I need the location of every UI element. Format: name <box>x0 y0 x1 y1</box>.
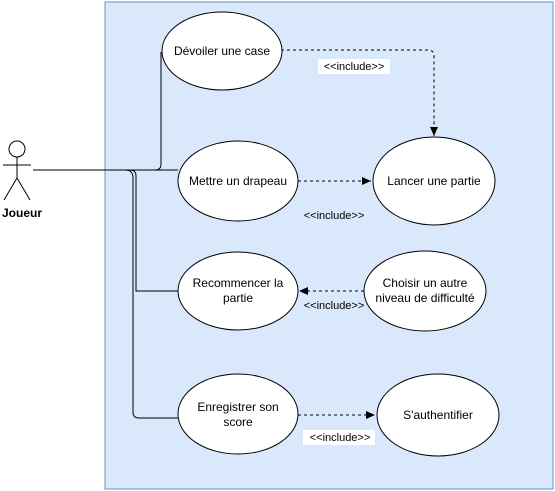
usecase-enregistrer[interactable]: Enregistrer son score <box>177 373 299 455</box>
include-label-bg <box>318 59 390 74</box>
usecase-recommencer[interactable]: Recommencer la partie <box>177 251 299 331</box>
actor-label: Joueur <box>2 206 42 220</box>
usecase-authentifier[interactable]: S'authentifier <box>376 373 500 457</box>
usecase-label-line2: score <box>223 415 253 429</box>
include-label-choisir-recommencer: <<include>> <box>304 300 365 312</box>
usecase-devoiler[interactable]: Dévoiler une case <box>161 11 283 91</box>
include-label-drapeau-lancer: <<include>> <box>304 210 365 222</box>
actor-head <box>8 140 26 158</box>
actor-joueur[interactable]: Joueur <box>2 140 42 220</box>
usecase-label-line1: Recommencer la <box>193 276 284 290</box>
usecase-drapeau[interactable]: Mettre un drapeau <box>177 140 299 222</box>
usecase-label: Mettre un drapeau <box>189 174 287 188</box>
usecase-label-line2: partie <box>223 291 253 305</box>
usecase-label-line1: Choisir un autre <box>383 276 468 290</box>
usecase-label: S'authentifier <box>403 408 473 422</box>
usecase-choisir[interactable]: Choisir un autre niveau de difficulté <box>363 250 487 332</box>
include-label-bg <box>303 430 375 445</box>
association-enregistrer <box>33 169 178 419</box>
include-label-enregistrer-authentifier: <<include>> <box>310 432 371 444</box>
association-recommencer <box>33 169 178 292</box>
usecase-label-line2: niveau de difficulté <box>375 291 475 305</box>
include-label-devoiler-lancer: <<include>> <box>324 61 385 73</box>
usecase-label-line1: Enregistrer son <box>197 400 278 414</box>
usecase-label: Lancer une partie <box>387 174 481 188</box>
usecase-lancer[interactable]: Lancer une partie <box>372 136 496 226</box>
actor-leg-left <box>3 177 18 201</box>
usecase-label: Dévoiler une case <box>174 44 270 58</box>
include-arrow-devoiler-lancer <box>281 49 438 136</box>
actor-leg-right <box>16 177 31 201</box>
